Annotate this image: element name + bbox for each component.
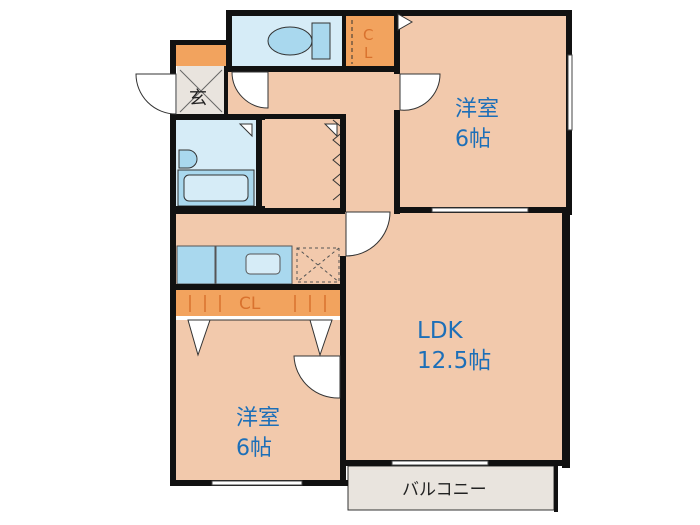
shower-head	[178, 149, 198, 169]
closet-door-right	[309, 319, 333, 357]
bathtub-inner	[183, 174, 249, 202]
closet-upper-c: C	[363, 26, 373, 44]
closet-door-left	[187, 319, 211, 357]
closet-upper-floor	[345, 14, 397, 70]
door-swings	[135, 13, 441, 399]
bedroom-north-size: 6帖	[455, 127, 491, 152]
bedroom-north-floor	[398, 14, 568, 210]
bedroom-north-name: 洋室	[455, 97, 499, 122]
washroom-floor	[260, 120, 344, 208]
balcony-label: バルコニー	[402, 480, 487, 500]
closet-mid-floor	[175, 290, 343, 316]
ldk-size: 12.5帖	[417, 348, 491, 374]
ldk-floor	[344, 210, 568, 463]
closet-upper-l: L	[364, 44, 373, 62]
fridge-space	[296, 247, 340, 283]
toilet-bowl	[267, 26, 313, 56]
bedroom-south-name: 洋室	[236, 406, 280, 431]
toilet-tank	[311, 22, 331, 60]
entrance-label: 玄	[189, 88, 207, 109]
closet-mid-rails	[189, 295, 326, 312]
windows	[211, 54, 573, 486]
ldk-name: LDK	[417, 318, 464, 344]
kitchen-sink-basin	[245, 253, 281, 275]
entrance-floor	[175, 44, 226, 66]
bedroom-south-size: 6帖	[236, 436, 272, 461]
bedroom-south-floor	[175, 320, 345, 483]
kitchen-counter-left	[176, 245, 216, 285]
closet-mid-label: CL	[239, 294, 261, 314]
